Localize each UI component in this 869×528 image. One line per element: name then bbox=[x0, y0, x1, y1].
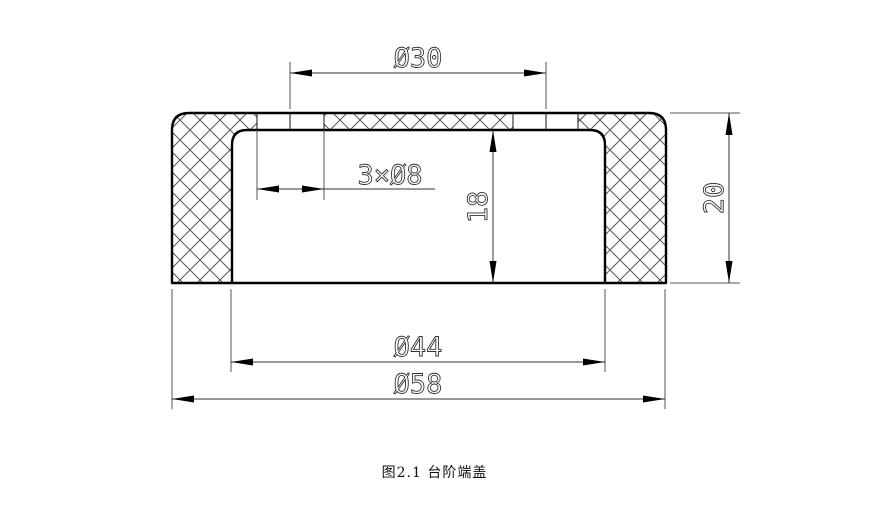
dim-inner-diameter: Ø44 bbox=[230, 289, 606, 372]
dim-inner-depth: 18 bbox=[463, 130, 497, 283]
dim-text-phi30: Ø30 bbox=[394, 43, 443, 74]
dim-total-height: 20 bbox=[670, 112, 740, 284]
dim-text-20: 20 bbox=[699, 182, 730, 215]
dim-text-18: 18 bbox=[463, 191, 494, 224]
dim-text-phi58: Ø58 bbox=[394, 369, 443, 400]
dim-hole-circle-diameter: Ø30 bbox=[289, 43, 547, 109]
section-hatch bbox=[172, 113, 666, 283]
figure-caption: 图2.1 台阶端盖 bbox=[381, 465, 488, 481]
dim-text-phi44: Ø44 bbox=[394, 332, 443, 363]
dim-text-3xphi8: 3×Ø8 bbox=[357, 160, 422, 191]
dim-hole-spec: 3×Ø8 bbox=[256, 130, 435, 200]
part-outline bbox=[170, 111, 668, 285]
dim-outer-diameter: Ø58 bbox=[171, 289, 666, 409]
